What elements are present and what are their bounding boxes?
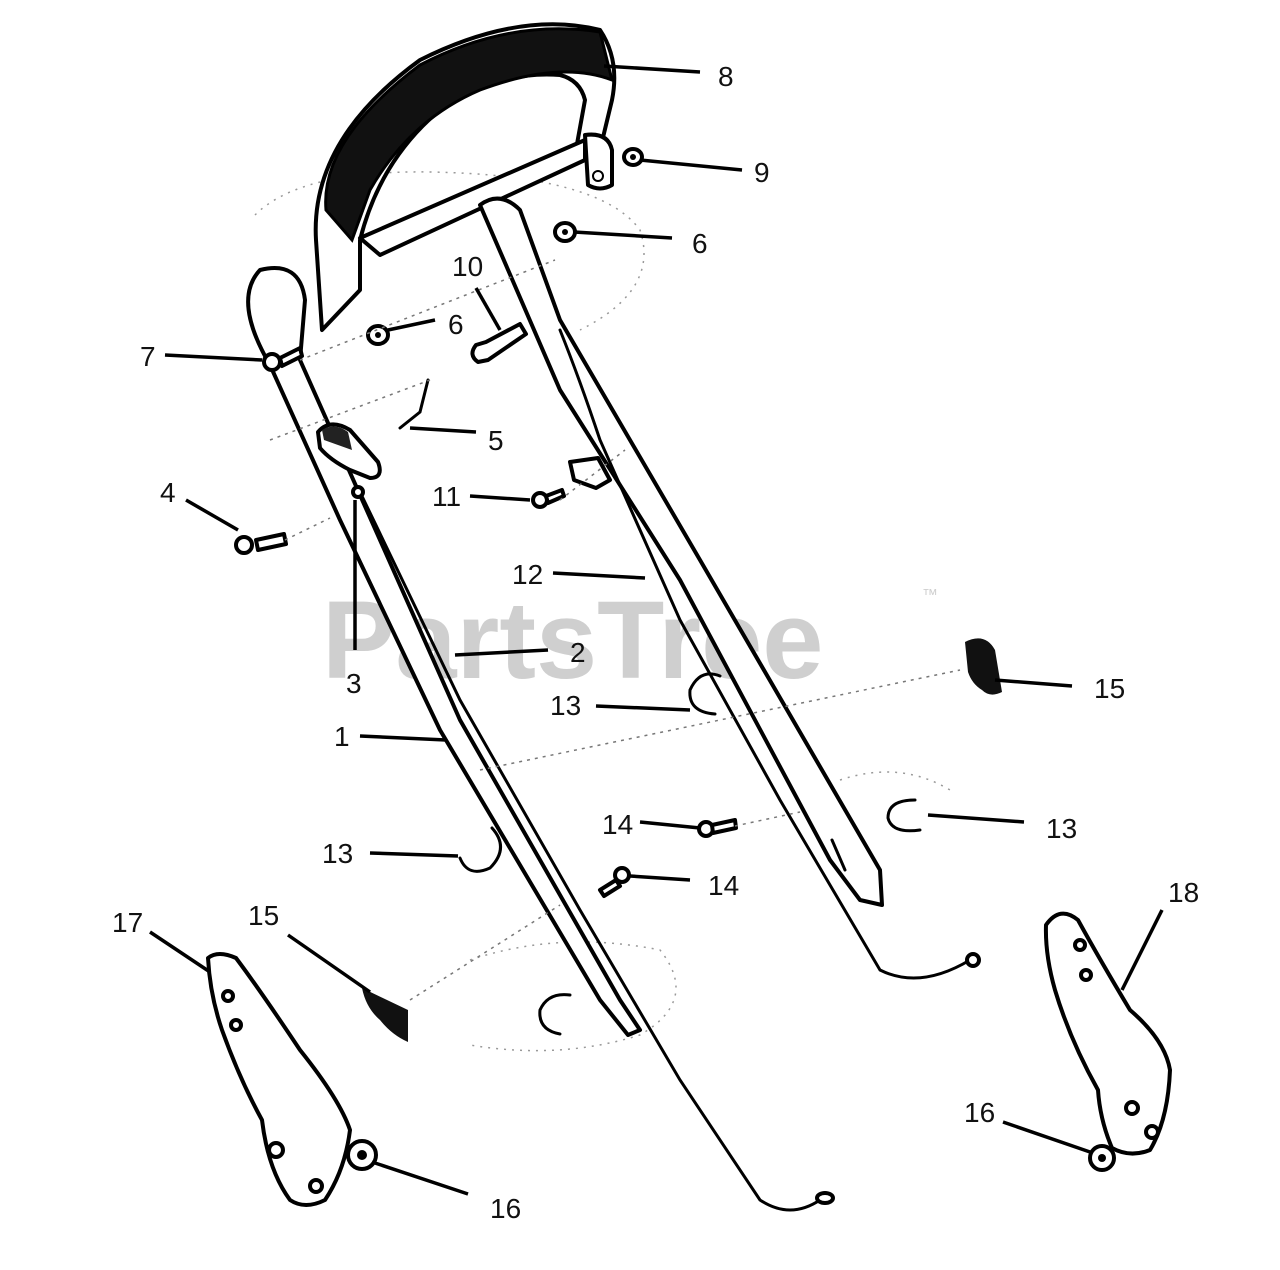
leader-line [371, 1160, 469, 1196]
deck-outline-hint [254, 171, 645, 331]
bolt-14 [598, 866, 631, 898]
leader-line [1120, 909, 1164, 991]
cable-end [965, 952, 981, 968]
assembly-line [479, 669, 961, 771]
callout-5: 5 [488, 425, 504, 456]
screw [531, 488, 566, 509]
leader-line [369, 851, 459, 858]
callout-15: 15 [248, 900, 279, 931]
callout-13: 13 [1046, 813, 1077, 844]
retaining-ring [688, 672, 722, 716]
washer [553, 221, 577, 243]
cable-end [815, 1191, 835, 1205]
retaining-ring [458, 826, 502, 873]
leader-line [409, 426, 477, 434]
callout-16: 16 [490, 1193, 521, 1224]
callout-14: 14 [602, 809, 633, 840]
retaining-ring [538, 993, 572, 1036]
callout-18: 18 [1168, 877, 1199, 908]
leader-line [573, 230, 673, 240]
wire-clip [398, 378, 430, 430]
right-lower-handle [478, 196, 884, 907]
assembly-line [559, 449, 626, 501]
callout-16: 16 [964, 1097, 995, 1128]
callout-15: 15 [1094, 673, 1125, 704]
leader-line [149, 930, 211, 974]
callout-2: 2 [570, 637, 586, 668]
leader-line [287, 933, 371, 994]
callout-11: 11 [432, 481, 461, 512]
control-cable-right [558, 328, 972, 980]
leader-line [603, 64, 701, 74]
upper-handle [313, 22, 617, 332]
leader-line [469, 494, 531, 502]
leader-line [927, 813, 1025, 824]
bolt [470, 322, 528, 364]
leader-line [639, 158, 743, 172]
callout-12: 12 [512, 559, 543, 590]
callout-10: 10 [452, 251, 483, 282]
callout-13: 13 [550, 690, 581, 721]
nut [622, 147, 644, 167]
leader-line [185, 498, 239, 532]
watermark-trademark: ™ [922, 587, 938, 604]
leader-line [474, 287, 502, 331]
right-bracket [1043, 911, 1172, 1156]
leader-line [454, 648, 549, 657]
knob [362, 988, 408, 1042]
callout-4: 4 [160, 477, 176, 508]
hex-nut [1088, 1144, 1116, 1172]
left-lower-handle [246, 266, 642, 1037]
callout-7: 7 [140, 341, 156, 372]
washer [366, 324, 390, 346]
screw-and-nut [234, 532, 288, 555]
assembly-line [299, 259, 556, 361]
callout-3: 3 [346, 668, 362, 699]
callout-17: 17 [112, 907, 143, 938]
callout-6: 6 [448, 309, 464, 340]
retaining-ring [886, 798, 922, 833]
carriage-bolt [262, 346, 304, 372]
callout-13: 13 [322, 838, 353, 869]
cable-clip [568, 456, 612, 490]
control-cable-left [358, 490, 822, 1212]
leader-line [595, 704, 691, 712]
control-bracket [316, 422, 382, 499]
leader-line [639, 820, 701, 830]
leader-line [359, 734, 447, 742]
assembly-line [284, 517, 331, 541]
leader-line [994, 678, 1073, 688]
assembly-line [734, 811, 801, 827]
callout-9: 9 [754, 157, 770, 188]
assembly-line [409, 904, 561, 1001]
right-outline-hint [839, 771, 951, 791]
leader-line [164, 353, 263, 362]
leader-line [552, 571, 646, 580]
hex-nut [346, 1139, 378, 1171]
leader-line [1002, 1120, 1091, 1154]
leader-line [629, 874, 691, 882]
leader-line [387, 318, 436, 332]
callout-14: 14 [708, 870, 739, 901]
callout-1: 1 [334, 721, 350, 752]
bolt-14 [697, 818, 738, 838]
callout-6: 6 [692, 228, 708, 259]
knob [965, 638, 1002, 695]
callout-8: 8 [718, 61, 734, 92]
left-bracket [206, 952, 352, 1207]
